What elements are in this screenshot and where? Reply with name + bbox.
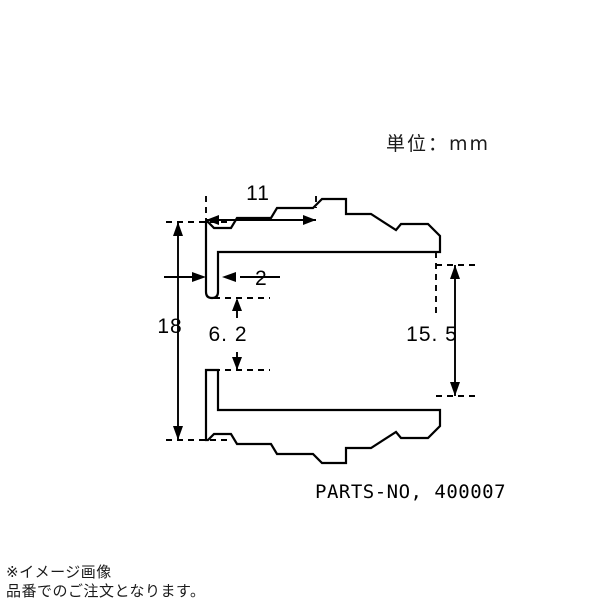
arrow-head-11-right	[303, 215, 316, 225]
dimension-label-11: 11	[246, 182, 270, 205]
upper-half-outline	[204, 197, 442, 300]
dimension-label-2: 2	[255, 267, 268, 290]
arrow-head-2-right	[192, 272, 206, 282]
dimension-label-18: 18	[157, 315, 182, 338]
part-cross-section	[204, 197, 442, 465]
arrow-head-15-5-bottom	[450, 382, 460, 396]
extension-lines	[166, 196, 478, 441]
unit-note-label: 単位：mm	[386, 133, 490, 155]
arrow-head-18-bottom	[173, 426, 183, 440]
dimension-label-6-2: 6. 2	[208, 323, 247, 346]
arrow-head-2-left	[222, 272, 236, 282]
arrow-head-6-2-up	[232, 298, 242, 311]
lower-half-outline	[204, 368, 442, 465]
arrow-head-6-2-down	[232, 357, 242, 370]
footer-note-line-2: 品番でのご注文となります。	[6, 582, 206, 600]
arrow-head-15-5-top	[450, 265, 460, 279]
dimension-wall-2: 2	[164, 267, 280, 290]
arrow-head-18-top	[173, 222, 183, 236]
dimension-height-18: 18	[157, 222, 183, 440]
dimension-width-11: 11	[206, 182, 316, 225]
part-number-label: PARTS-NO, 400007	[315, 481, 506, 503]
dimension-height-15-5: 15. 5	[406, 265, 460, 396]
footer-note-line-1: ※イメージ画像	[6, 563, 112, 581]
dimension-label-15-5: 15. 5	[406, 323, 458, 346]
dimension-gap-6-2: 6. 2	[208, 298, 247, 370]
arrow-head-11-left	[206, 215, 219, 225]
